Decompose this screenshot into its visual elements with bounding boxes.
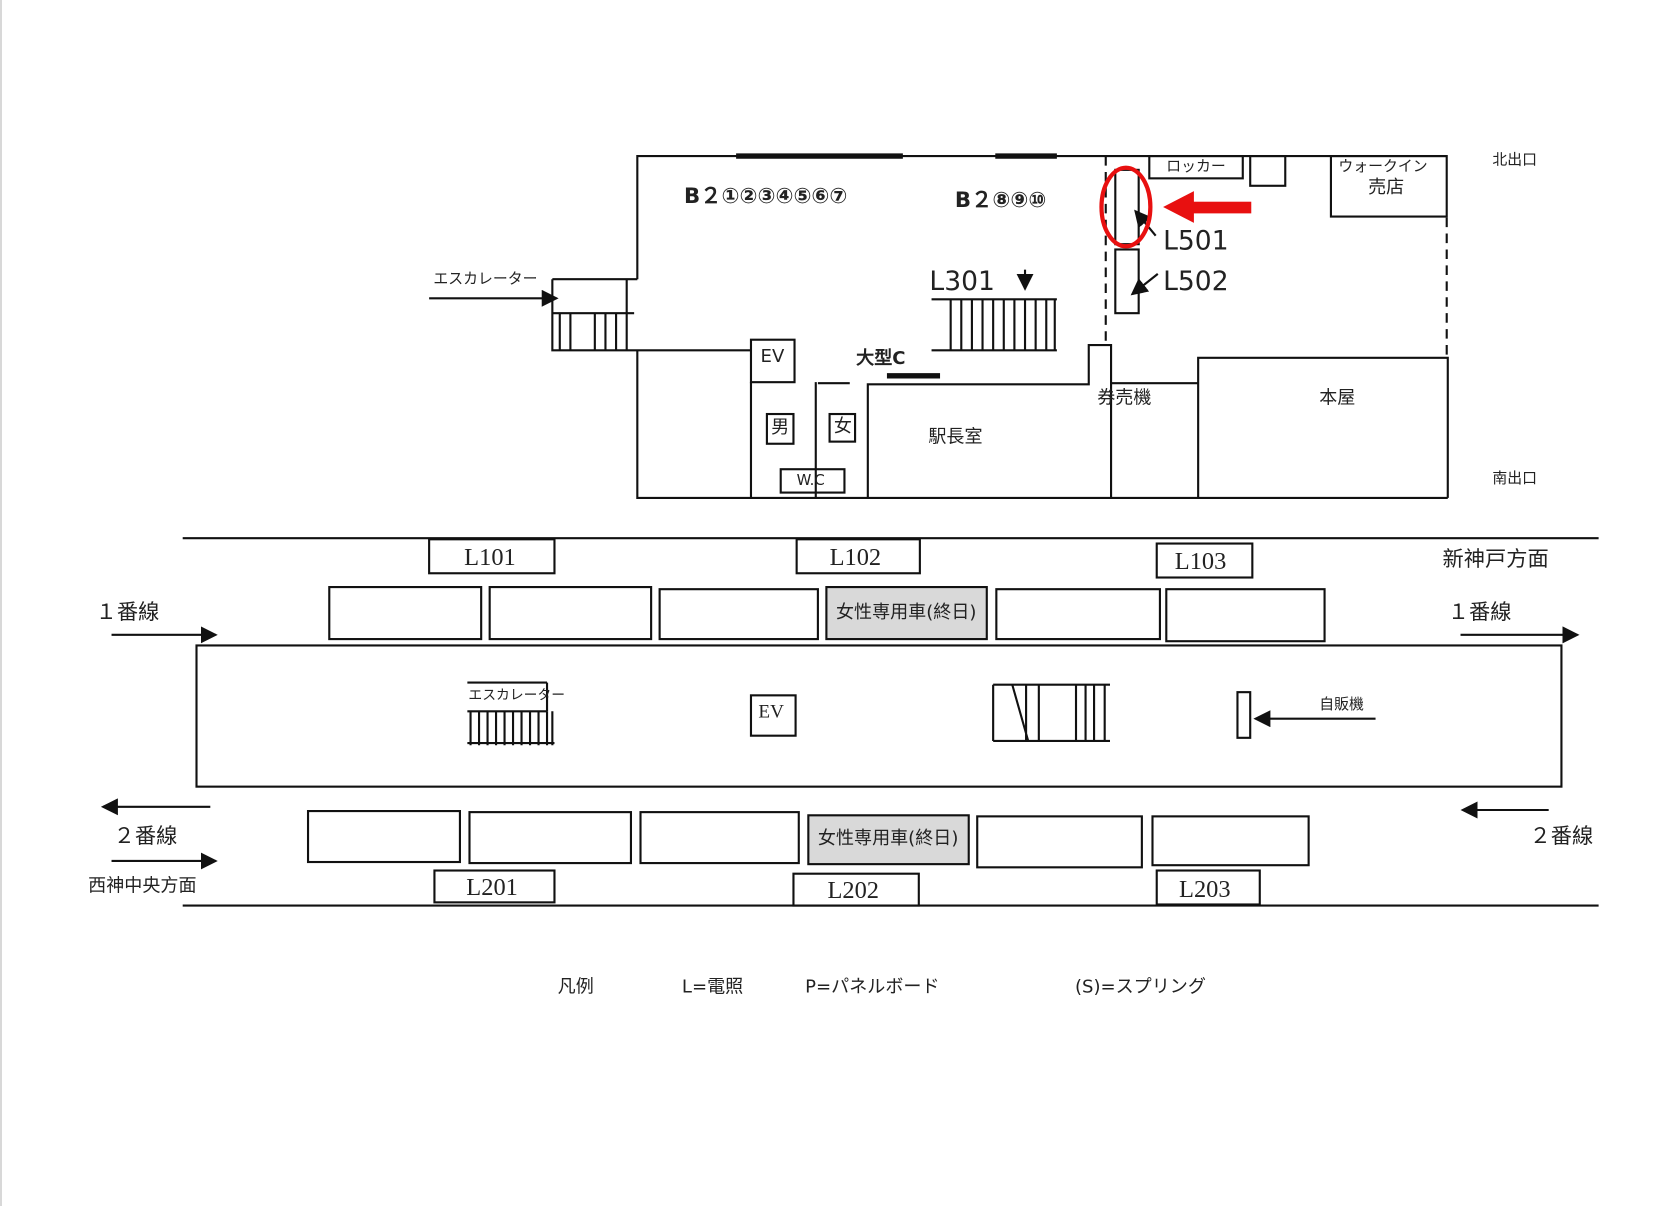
gate-label-b2-8-10: B２⑧⑨⑩: [954, 186, 1047, 213]
women-only-car-track1: 女性専用車(終日): [835, 601, 977, 624]
escalator-label: エスカレーター: [433, 270, 538, 288]
legend-p: P=パネルボード: [805, 976, 940, 998]
platform-elevator-box: [749, 694, 797, 737]
light-box-l202: [792, 872, 920, 907]
page-edge: [0, 0, 2, 1206]
l501-label: L501: [1163, 225, 1229, 256]
wc-box: [779, 468, 846, 494]
direction-shinkobe: 新神戸方面: [1442, 545, 1549, 572]
light-label-l203: L203: [1179, 875, 1231, 903]
vending-machine: [1236, 691, 1252, 739]
elevator-box: [749, 338, 796, 384]
wc-label: W.C: [796, 472, 825, 490]
l502-leader-arrow: [1130, 273, 1159, 296]
platform-escalator: [467, 681, 555, 746]
light-box-l103: [1155, 542, 1254, 579]
light-label-l103: L103: [1174, 547, 1227, 575]
womens-label: 女: [833, 416, 852, 438]
elevator-label: EV: [760, 346, 785, 368]
platform-elevator-label: EV: [758, 700, 784, 722]
light-label-l101: L101: [464, 543, 516, 571]
l502-light: [1114, 248, 1140, 315]
platform-outline: [195, 644, 1563, 788]
small-box: [1249, 154, 1287, 187]
l501-light: [1114, 168, 1140, 246]
light-label-l102: L102: [829, 543, 882, 571]
platform-stairs: [992, 683, 1110, 743]
mens-label: 男: [771, 417, 790, 439]
light-box-l201: [433, 869, 556, 904]
track2-right-label: ２番線: [1529, 822, 1594, 849]
l301-label: L301: [929, 265, 995, 297]
womens-box: [828, 412, 857, 443]
light-box-l203: [1155, 869, 1261, 906]
light-label-l202: L202: [827, 876, 880, 904]
light-box-l102: [795, 538, 921, 575]
gate-label-b2-1-7: B２①②③④⑤⑥⑦: [684, 182, 848, 209]
locker-label: ロッカー: [1166, 158, 1226, 176]
direction-seishin-chuo: 西神中央方面: [88, 875, 197, 898]
platform-escalator-label: エスカレーター: [468, 687, 566, 704]
legend-title: 凡例: [557, 976, 594, 998]
track2-left-label: ２番線: [113, 822, 178, 849]
light-box-l101: [428, 538, 556, 575]
light-label-l201: L201: [466, 873, 518, 901]
locker-box: [1148, 154, 1244, 180]
walkin-shop-label-2: 売店: [1368, 177, 1405, 199]
south-exit-label: 南出口: [1492, 470, 1538, 488]
large-c-label: 大型C: [856, 348, 906, 370]
highlight-circle: [1099, 165, 1153, 249]
walkin-shop-box: [1329, 154, 1448, 218]
women-only-car-track2: 女性専用車(終日): [817, 828, 959, 850]
north-exit-label: 北出口: [1492, 151, 1538, 169]
track1-right-label: １番線: [1447, 598, 1512, 625]
l501-leader-arrow: [1134, 209, 1157, 237]
mens-box: [765, 412, 795, 445]
l301-stairs: [931, 269, 1057, 352]
legend-s: (S)=スプリング: [1074, 976, 1206, 998]
vending-label: 自販機: [1319, 696, 1364, 714]
track1-left-label: １番線: [95, 598, 160, 625]
legend-l: L=電照: [681, 976, 744, 998]
station-master-label: 駅長室: [928, 426, 983, 448]
bookstore-label: 本屋: [1319, 387, 1356, 409]
train-cars-track1: [328, 586, 1326, 643]
train-cars-track2: [306, 810, 1310, 869]
ticket-machine-label: 券売機: [1097, 387, 1152, 409]
l502-label: L502: [1163, 265, 1229, 297]
walkin-shop-label-1: ウォークイン: [1338, 158, 1428, 176]
highlight-arrow: [1163, 191, 1252, 223]
